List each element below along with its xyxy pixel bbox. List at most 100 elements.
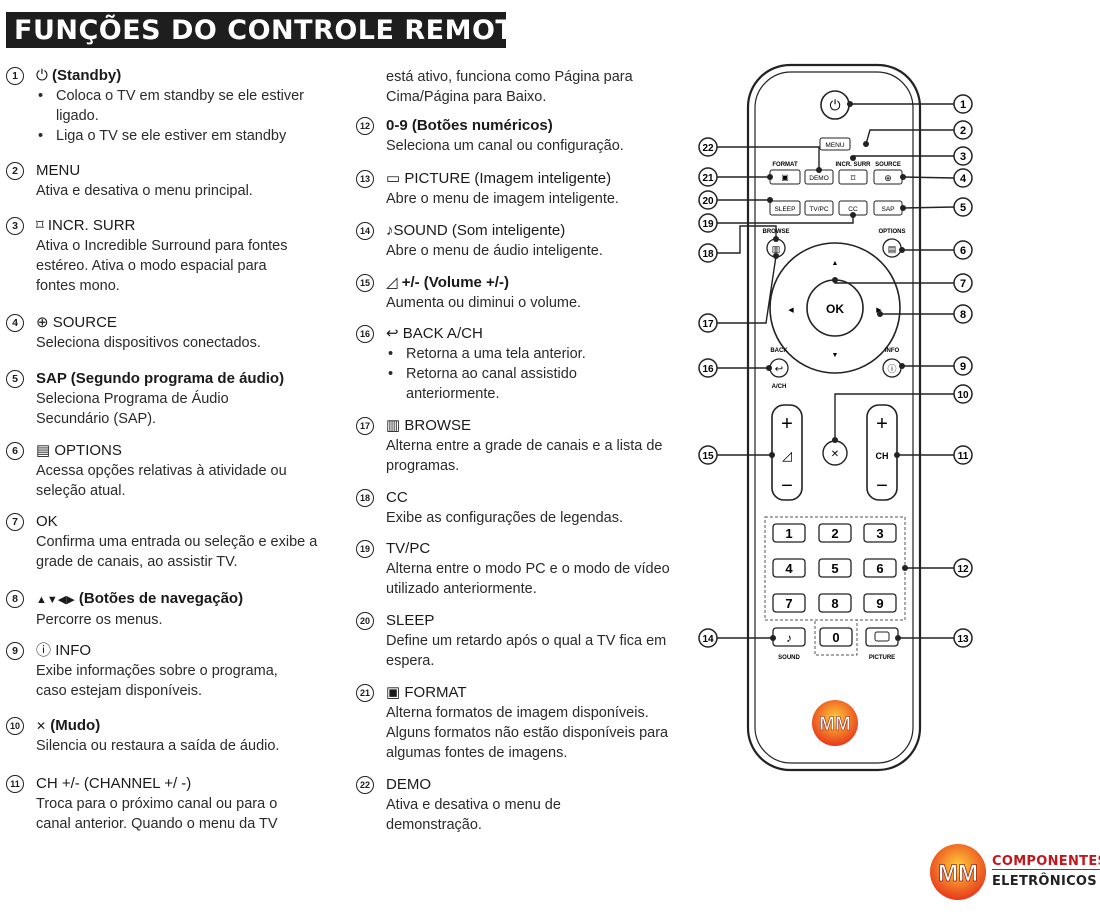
digit-button [819, 627, 853, 647]
item-number: 9 [6, 642, 24, 660]
callout-dot [766, 365, 772, 371]
item-description: Exibe as configurações de legendas. [386, 510, 623, 526]
item-number: 18 [356, 489, 374, 507]
item-heading: SOURCE [52, 314, 117, 331]
item-heading: BACK A/CH [402, 325, 483, 342]
item-description: Exibe informações sobre o programa, caso… [36, 663, 278, 699]
item-description: Troca para o próximo canal ou para o can… [36, 796, 278, 832]
callout-circle [953, 146, 973, 166]
item-heading: CH +/- (CHANNEL +/ -) [36, 775, 192, 792]
info-label: INFO [885, 348, 900, 354]
callout-leader-line [717, 255, 777, 324]
browse-icon: ▥ [386, 417, 401, 434]
callout-number: 5 [960, 202, 966, 214]
item-13: 13 ▭ PICTURE (Imagem inteligente) Abre o… [356, 169, 666, 209]
digit-label: 1 [785, 526, 792, 541]
item-heading: FORMAT [404, 684, 467, 701]
page-title: FUNÇÕES DO CONTROLE REMOTO [14, 15, 538, 46]
item-heading: SOUND (Som inteligente) [393, 222, 566, 239]
callout-circle [953, 197, 973, 217]
callout-leader-line [717, 146, 820, 170]
item-bullet: Coloca o TV em standby se ele estiver li… [38, 86, 316, 126]
item-4: 4 ⊕ SOURCE Seleciona dispositivos conect… [6, 313, 316, 353]
callout-dot [899, 247, 905, 253]
item-1: 1 ⏻ (Standby) Coloca o TV em standby se … [6, 66, 316, 146]
tvpc-label: TV/PC [809, 206, 828, 213]
item-number: 17 [356, 417, 374, 435]
item-11-continuation: está ativo, funciona como Página para Ci… [386, 69, 633, 105]
mute-icon: ✕ [831, 449, 839, 460]
digit-button [863, 523, 897, 543]
brand-logo-text: MM [938, 860, 978, 887]
item-heading: PICTURE (Imagem inteligente) [404, 170, 612, 187]
callout-number: 4 [960, 173, 967, 185]
item-number: 13 [356, 170, 374, 188]
callout-dot [832, 277, 838, 283]
tvpc-button [804, 200, 834, 216]
digit-label: 7 [785, 596, 792, 611]
item-21: 21 ▣ FORMAT Alterna formatos de imagem d… [356, 683, 668, 763]
item-number: 11 [6, 775, 24, 793]
channel-minus-label: − [876, 475, 888, 497]
format-icon: ▣ [386, 684, 401, 701]
item-5: 5 SAP (Segundo programa de áudio) Seleci… [6, 369, 316, 429]
item-heading: INCR. SURR [47, 217, 136, 234]
item-description: Percorre os menus. [36, 612, 163, 628]
digit-button [772, 593, 806, 613]
volume-plus-label: + [781, 413, 793, 435]
digit-button [863, 558, 897, 578]
info-icon: ⓘ [36, 642, 52, 659]
callout-number: 20 [702, 196, 714, 207]
brand-logo-block: MM COMPONENTES ELETRÔNICOS [928, 842, 1100, 902]
item-number: 22 [356, 776, 374, 794]
callout-dot [894, 452, 900, 458]
item-heading: MENU [36, 162, 81, 179]
callout-number: 16 [702, 364, 714, 375]
item-number: 8 [6, 590, 24, 608]
item-number: 3 [6, 217, 24, 235]
item-description: Alterna formatos de imagem disponíveis. … [386, 705, 669, 761]
info-icon: ⓘ [887, 364, 896, 374]
callout-dot [832, 437, 838, 443]
item-number: 1 [6, 67, 24, 85]
callout-dot [900, 174, 906, 180]
callout-dot [877, 311, 883, 317]
item-number: 12 [356, 117, 374, 135]
callout-number: 2 [960, 125, 966, 137]
item-description: Alterna entre a grade de canais e a list… [386, 438, 663, 474]
item-number: 5 [6, 370, 24, 388]
item-14: 14 ♪SOUND (Som inteligente) Abre o menu … [356, 221, 666, 261]
item-number: 16 [356, 325, 374, 343]
item-heading: BROWSE [404, 417, 472, 434]
callout-dot [770, 635, 776, 641]
item-description: Abre o menu de áudio inteligente. [386, 243, 603, 259]
item-description: Aumenta ou diminui o volume. [386, 295, 582, 311]
picture-icon: ▭ [386, 170, 401, 187]
item-description: Seleciona dispositivos conectados. [36, 335, 261, 351]
item-3: 3 ⌑ INCR. SURR Ativa o Incredible Surrou… [6, 216, 316, 296]
callout-leader-line [902, 206, 955, 209]
callout-circle [953, 304, 973, 324]
source-label: SOURCE [875, 162, 901, 168]
sap-label: SAP [881, 206, 894, 213]
callout-dot [767, 174, 773, 180]
item-18: 18 CC Exibe as configurações de legendas… [356, 488, 666, 528]
item-description: Acessa opções relativas à atividade ou s… [36, 463, 287, 499]
callout-circle [953, 273, 973, 293]
item-number: 6 [6, 442, 24, 460]
item-22: 22 DEMO Ativa e desativa o menu de demon… [356, 775, 666, 835]
callout-number: 9 [960, 361, 966, 373]
picture-icon [874, 631, 890, 642]
incr-surr-label: INCR. SURR [835, 162, 871, 168]
callout-circle [953, 356, 973, 376]
item-heading: DEMO [386, 776, 431, 793]
callout-dot [767, 197, 773, 203]
item-15: 15 ◿ +/- (Volume +/-) Aumenta ou diminui… [356, 273, 666, 313]
item-number: 4 [6, 314, 24, 332]
callout-number: 3 [960, 151, 966, 163]
item-number: 15 [356, 274, 374, 292]
item-description: Ativa e desativa o menu principal. [36, 183, 253, 199]
nav-left-icon: ◀ [788, 307, 794, 314]
item-description: Seleciona um canal ou configuração. [386, 138, 624, 154]
callout-circle [953, 240, 973, 260]
